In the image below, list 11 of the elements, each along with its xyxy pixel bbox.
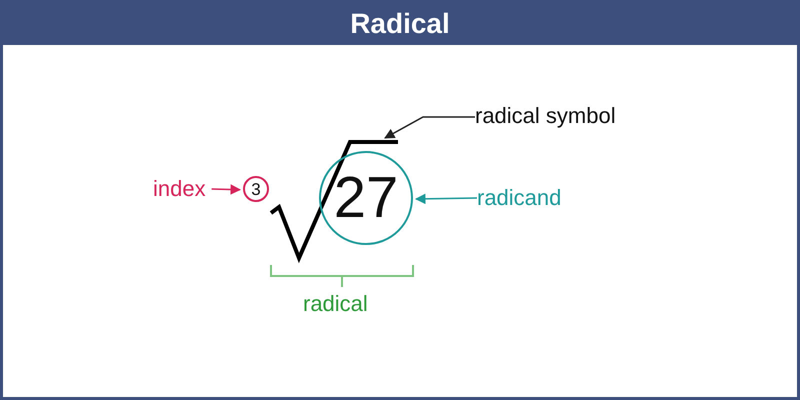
arrow	[414, 194, 478, 204]
arrow	[384, 116, 475, 139]
radicand-circle: 27	[319, 151, 413, 245]
radical-sign	[270, 140, 398, 264]
bracket-label: radical	[303, 293, 368, 315]
callout-label: radical symbol	[475, 105, 616, 127]
index-circle: 3	[243, 176, 269, 202]
callout-label: radicand	[477, 187, 562, 209]
arrow	[212, 184, 242, 195]
title-banner: Radical	[3, 3, 797, 45]
callout-label: index	[153, 178, 206, 200]
